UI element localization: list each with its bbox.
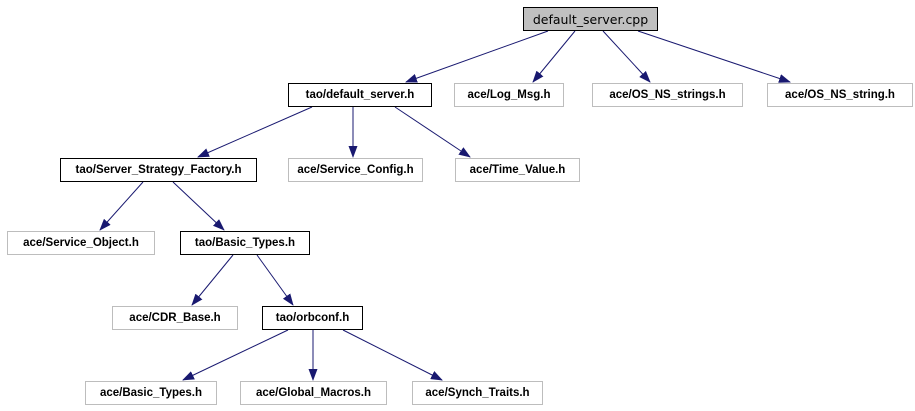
edge-tao-orbconf-h-to-ace-synch-traits-h [342, 329, 443, 381]
node-ace-synch-traits-h: ace/Synch_Traits.h [412, 381, 543, 405]
edge-tao-server-strategy-factory-h-to-tao-basic-types-h [172, 181, 225, 231]
edge-tao-basic-types-h-to-tao-orbconf-h [256, 254, 294, 306]
node-ace-time-value-h-label: ace/Time_Value.h [469, 164, 566, 176]
node-tao-basic-types-h[interactable]: tao/Basic_Types.h [180, 231, 310, 255]
node-default-server-cpp-label: default_server.cpp [532, 11, 649, 27]
node-ace-os-ns-strings-h-label: ace/OS_NS_strings.h [609, 89, 726, 101]
node-ace-os-ns-string-h-label: ace/OS_NS_string.h [785, 89, 895, 101]
node-ace-log-msg-h: ace/Log_Msg.h [454, 83, 564, 107]
edge-tao-default-server-h-to-tao-server-strategy-factory-h [197, 106, 313, 158]
edge-tao-server-strategy-factory-h-to-ace-service-object-h [99, 181, 144, 231]
node-ace-os-ns-strings-h: ace/OS_NS_strings.h [592, 83, 743, 107]
node-tao-server-strategy-factory-h[interactable]: tao/Server_Strategy_Factory.h [60, 158, 257, 182]
node-ace-cdr-base-h: ace/CDR_Base.h [112, 306, 238, 330]
node-ace-cdr-base-h-label: ace/CDR_Base.h [129, 312, 221, 324]
node-tao-orbconf-h[interactable]: tao/orbconf.h [262, 306, 363, 330]
node-ace-os-ns-string-h: ace/OS_NS_string.h [767, 83, 913, 107]
node-tao-default-server-h-label: tao/default_server.h [305, 89, 415, 101]
node-ace-global-macros-h-label: ace/Global_Macros.h [255, 387, 372, 399]
node-ace-time-value-h: ace/Time_Value.h [455, 158, 580, 182]
edge-tao-basic-types-h-to-ace-cdr-base-h [191, 254, 234, 306]
edge-default-server-cpp-to-ace-os-ns-string-h [637, 30, 791, 83]
edge-default-server-cpp-to-ace-os-ns-strings-h [602, 30, 651, 83]
node-ace-service-object-h-label: ace/Service_Object.h [23, 237, 139, 249]
node-ace-log-msg-h-label: ace/Log_Msg.h [467, 89, 551, 101]
node-ace-service-config-h: ace/Service_Config.h [288, 158, 423, 182]
edge-tao-default-server-h-to-ace-time-value-h [394, 106, 471, 158]
node-ace-basic-types-h-label: ace/Basic_Types.h [99, 387, 203, 399]
node-tao-server-strategy-factory-h-label: tao/Server_Strategy_Factory.h [75, 164, 242, 176]
node-tao-orbconf-h-label: tao/orbconf.h [275, 312, 350, 324]
edge-tao-orbconf-h-to-ace-basic-types-h [182, 329, 289, 381]
edge-default-server-cpp-to-ace-log-msg-h [532, 30, 576, 83]
node-ace-service-object-h: ace/Service_Object.h [7, 231, 155, 255]
node-tao-default-server-h[interactable]: tao/default_server.h [288, 83, 432, 107]
node-ace-global-macros-h: ace/Global_Macros.h [240, 381, 387, 405]
node-ace-service-config-h-label: ace/Service_Config.h [297, 164, 414, 176]
node-tao-basic-types-h-label: tao/Basic_Types.h [194, 237, 296, 249]
node-ace-synch-traits-h-label: ace/Synch_Traits.h [425, 387, 530, 399]
edge-default-server-cpp-to-tao-default-server-h [405, 30, 549, 83]
node-default-server-cpp: default_server.cpp [523, 7, 658, 31]
node-ace-basic-types-h: ace/Basic_Types.h [85, 381, 217, 405]
